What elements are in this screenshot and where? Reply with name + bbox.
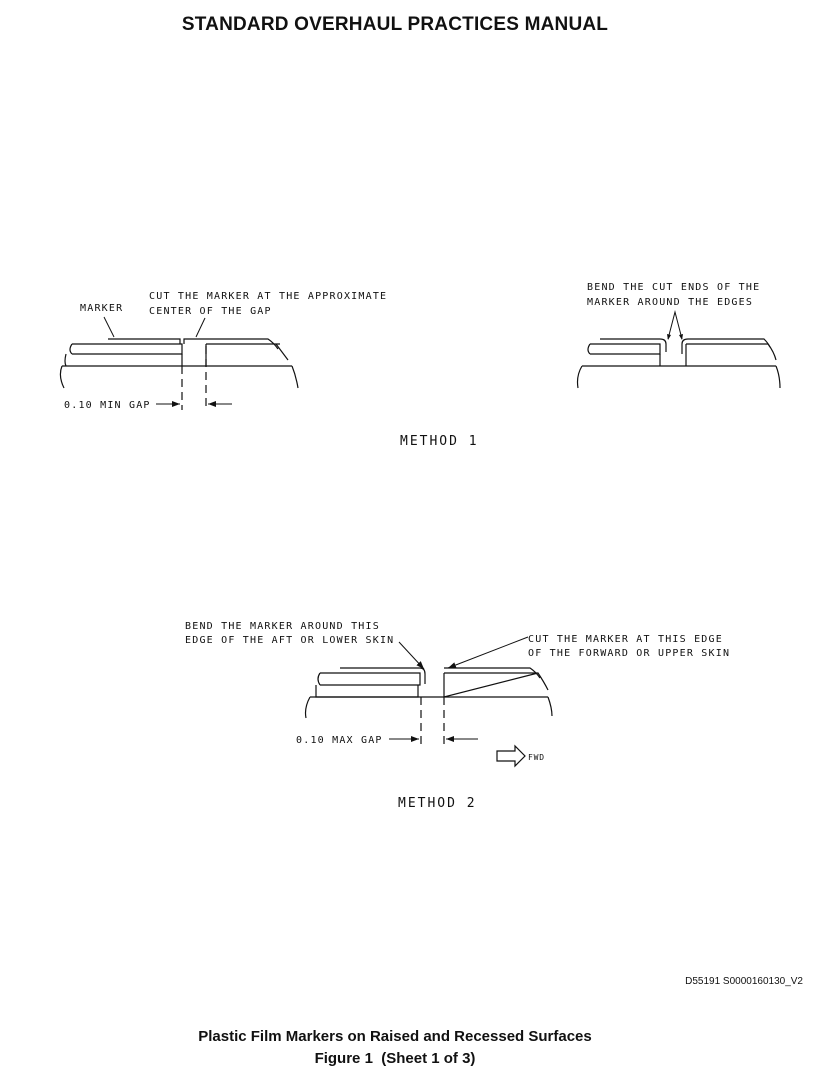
fwd-arrow-icon <box>496 744 526 768</box>
cut-note-line1: CUT THE MARKER AT THE APPROXIMATE <box>149 291 387 302</box>
m2-marker-film-aft <box>340 667 426 684</box>
forward-skin-right <box>587 343 591 355</box>
m2-cut-note-line2: OF THE FORWARD OR UPPER SKIN <box>528 648 730 659</box>
m2-substructure <box>304 696 553 719</box>
marker-leader <box>103 316 115 338</box>
m2-forward-skin <box>443 672 549 698</box>
m2-bend-note-line2: EDGE OF THE AFT OR LOWER SKIN <box>185 635 394 646</box>
cut-note-line2: CENTER OF THE GAP <box>149 306 272 317</box>
marker-film-left <box>600 338 667 352</box>
substructure-right <box>576 343 781 389</box>
m2-aft-skin <box>315 672 421 698</box>
bend-arrow-right <box>679 334 683 340</box>
bend-leader <box>667 310 683 340</box>
caption-title: Plastic Film Markers on Raised and Reces… <box>198 1028 592 1045</box>
substructure <box>59 343 299 389</box>
m2-cut-leader <box>447 636 529 669</box>
page-title: STANDARD OVERHAUL PRACTICES MANUAL <box>181 14 609 35</box>
marker-film <box>108 338 279 350</box>
bend-arrow-left <box>667 334 671 340</box>
bend-note-line2: MARKER AROUND THE EDGES <box>587 297 753 308</box>
method1-left-view: MARKER CUT THE MARKER AT THE APPROXIMATE… <box>59 291 387 411</box>
marker-label: MARKER <box>80 303 123 314</box>
upper-skin-edge <box>275 343 289 361</box>
m2-aft-skin-edge <box>317 672 321 686</box>
method2-label: METHOD 2 <box>398 796 477 811</box>
caption-figure-number: Figure 1 (Sheet 1 of 3) <box>314 1050 476 1067</box>
aft-skin-right <box>590 343 661 355</box>
method1-label: METHOD 1 <box>400 434 479 449</box>
m2-cut-note-line1: CUT THE MARKER AT THIS EDGE <box>528 634 723 645</box>
method1-right-view: BEND THE CUT ENDS OF THE MARKER AROUND T… <box>576 282 781 389</box>
marker-film-right <box>681 338 771 354</box>
forward-skin <box>69 343 73 355</box>
min-gap-label: 0.10 MIN GAP <box>64 400 151 411</box>
figure-caption: Plastic Film Markers on Raised and Reces… <box>0 1026 790 1070</box>
m2-bend-note-line1: BEND THE MARKER AROUND THIS <box>185 621 380 632</box>
m2-bend-leader <box>398 641 425 670</box>
drawing-id: D55191 S0000160130_V2 <box>685 976 803 987</box>
aft-skin <box>64 343 183 367</box>
max-gap-label: 0.10 MAX GAP <box>296 735 383 746</box>
m2-marker-film-fwd <box>444 667 541 679</box>
method2-view: BEND THE MARKER AROUND THIS EDGE OF THE … <box>185 621 730 768</box>
cut-leader <box>195 317 206 338</box>
bend-note-line1: BEND THE CUT ENDS OF THE <box>587 282 760 293</box>
fwd-label: FWD <box>528 753 545 762</box>
